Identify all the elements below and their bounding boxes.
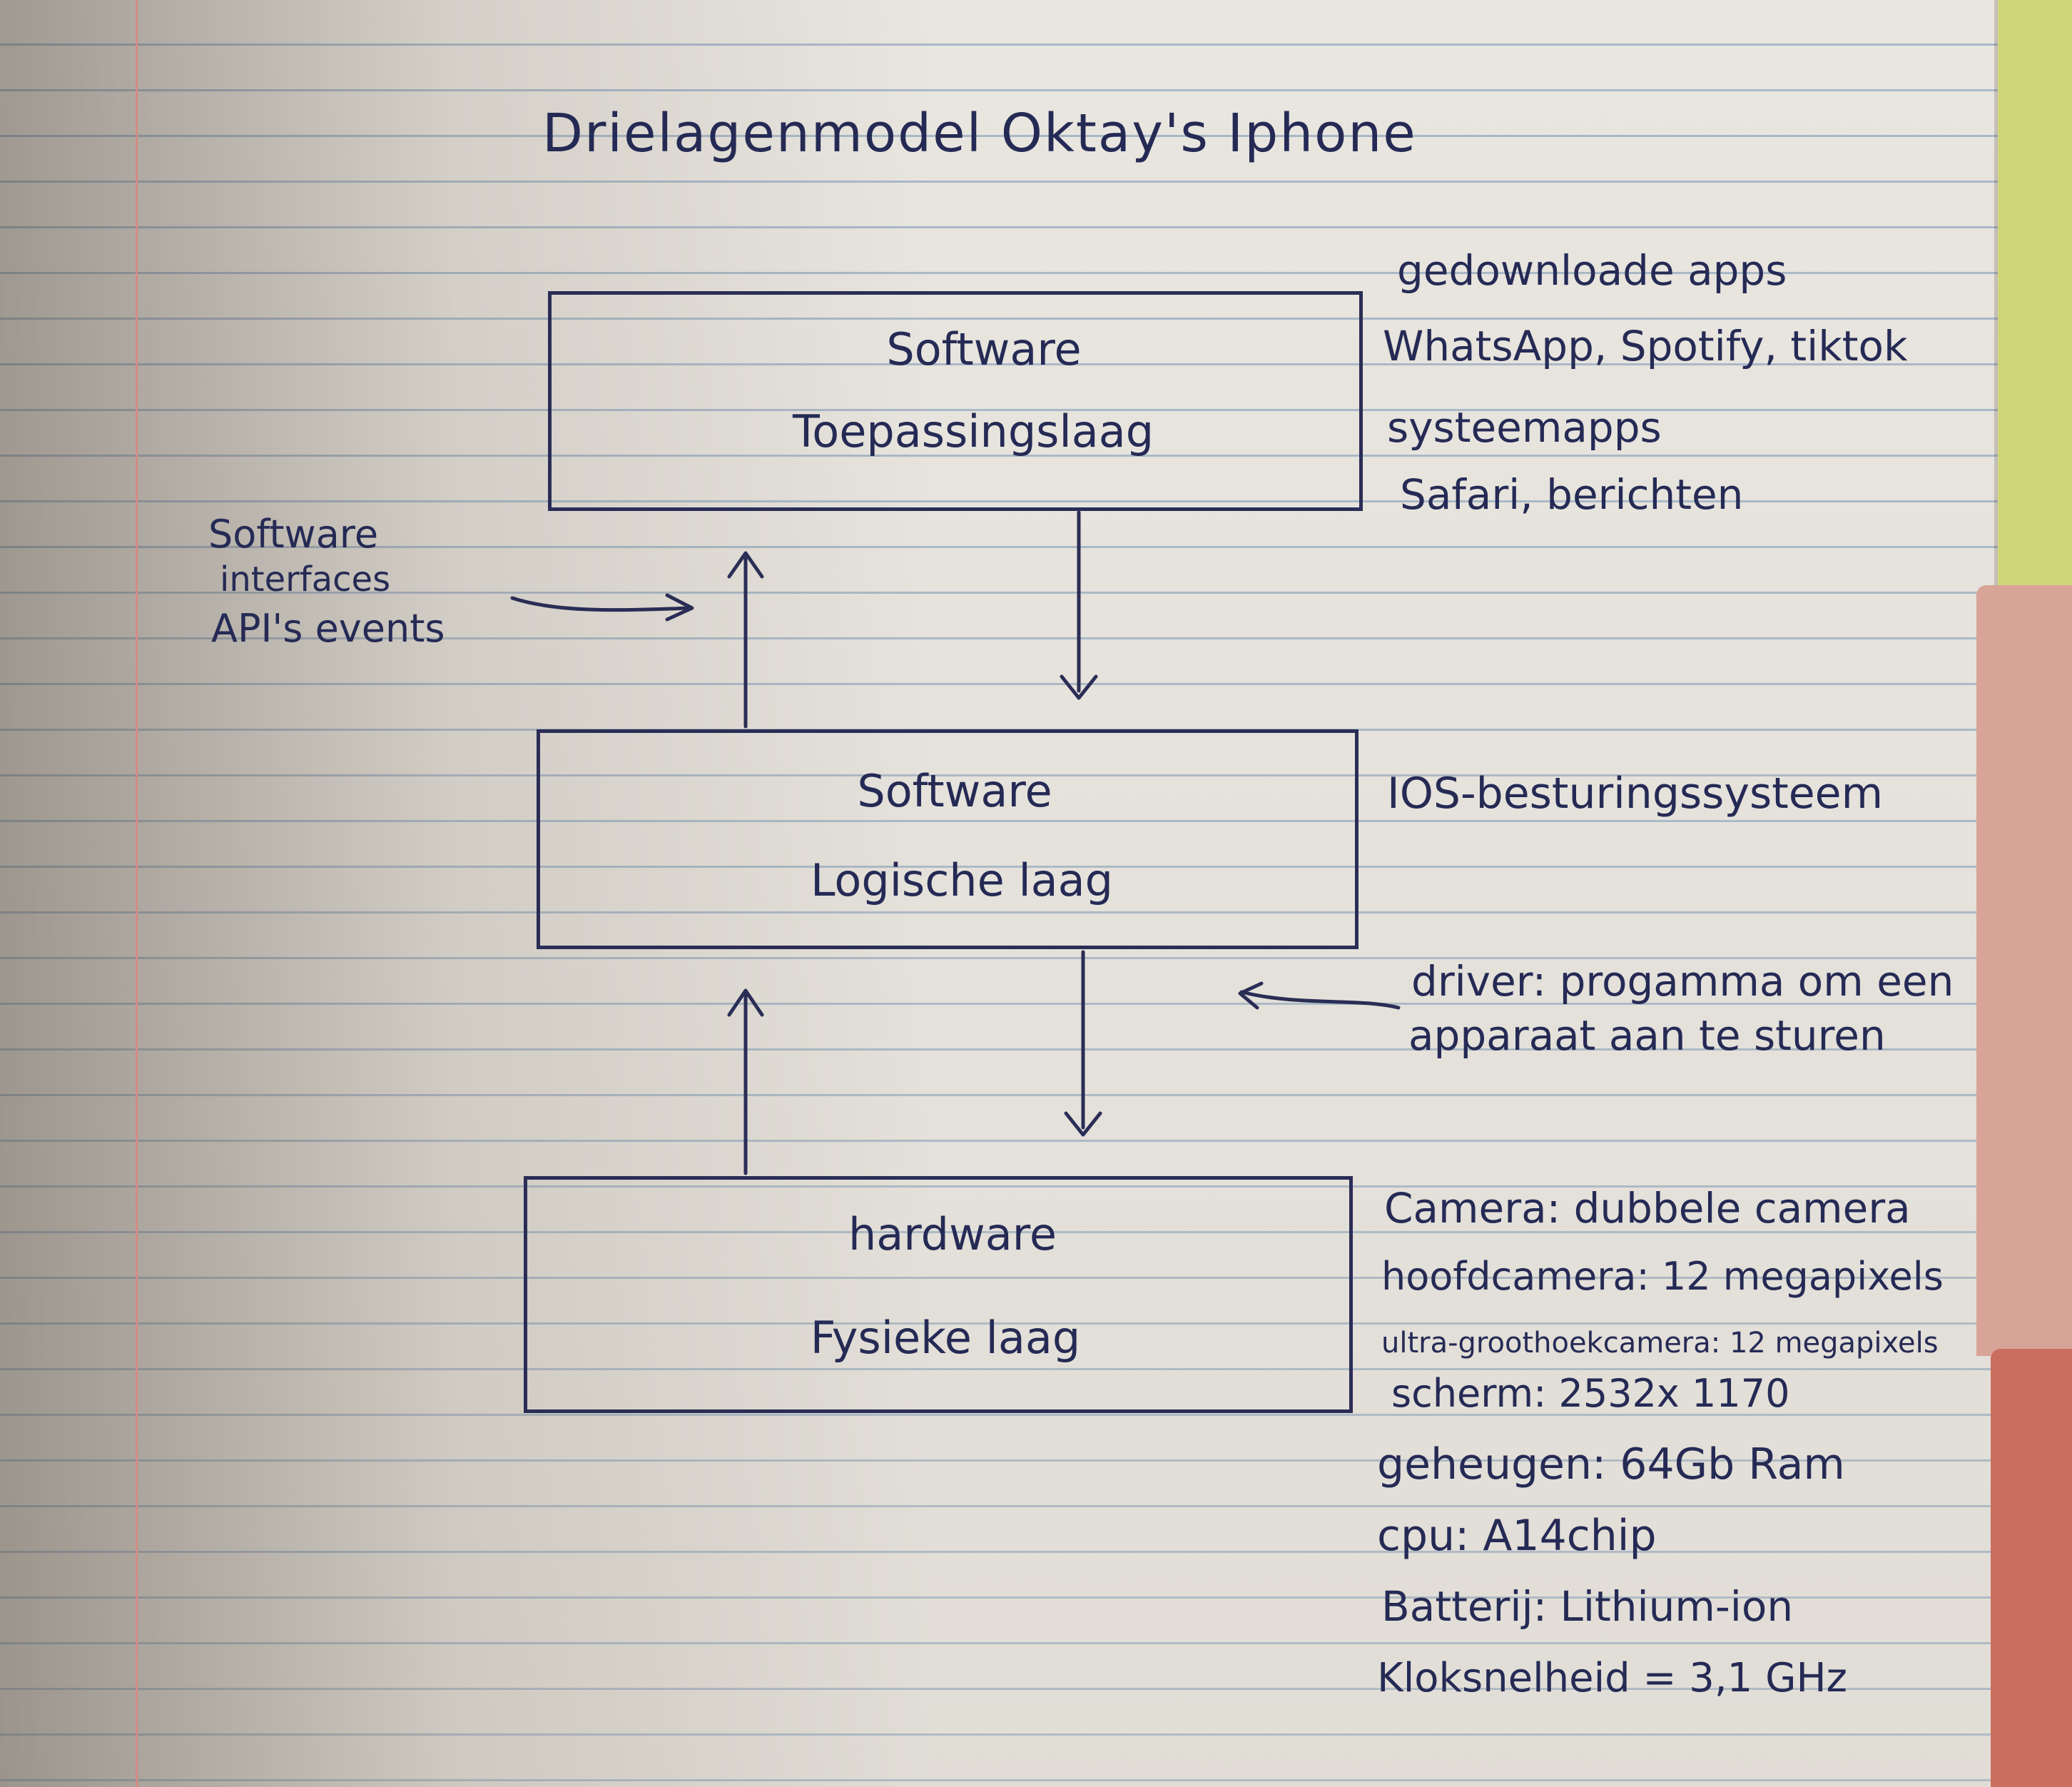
physical-note-7: Batterij: Lithium-ion xyxy=(1381,1582,1794,1631)
interfaces-note-line-2: interfaces xyxy=(220,560,391,599)
divider-tab-pink xyxy=(1976,585,2072,1356)
arrow-up-physical-to-logic-head xyxy=(727,988,764,1017)
divider-tab-yellow xyxy=(1998,0,2072,585)
logic-note-1: IOS-besturingssysteem xyxy=(1387,769,1884,819)
arrow-up-logic-to-application-head xyxy=(727,551,764,579)
application-note-4: Safari, berichten xyxy=(1400,470,1744,519)
driver-note-line-1: driver: progamma om een xyxy=(1411,957,1954,1006)
layer-logic-name: Logische laag xyxy=(810,854,1114,906)
driver-note-line-2: apparaat aan te sturen xyxy=(1408,1011,1886,1060)
arrow-down-logic-to-physical-head xyxy=(1064,1111,1102,1137)
application-note-2: WhatsApp, Spotify, tiktok xyxy=(1383,322,1908,370)
physical-note-2: hoofdcamera: 12 megapixels xyxy=(1381,1254,1944,1299)
physical-note-8: Kloksnelheid = 3,1 GHz xyxy=(1377,1655,1847,1701)
layer-box-logic: Software Logische laag xyxy=(537,729,1359,949)
divider-tab-red xyxy=(1991,1349,2072,1787)
arrow-interfaces-pointer xyxy=(510,596,693,612)
arrow-interfaces-pointer-head xyxy=(665,593,694,622)
arrow-driver-pointer xyxy=(1239,990,1401,1010)
layer-application-title: Software xyxy=(886,323,1082,375)
arrow-down-application-to-logic-head xyxy=(1060,674,1098,700)
margin-line xyxy=(136,0,138,1787)
diagram-title: Drielagenmodel Oktay's Iphone xyxy=(542,103,1417,164)
arrow-driver-pointer-head xyxy=(1238,981,1264,1010)
layer-physical-title: hardware xyxy=(848,1208,1057,1260)
interfaces-note-line-3: API's events xyxy=(211,606,445,651)
application-note-3: systeemapps xyxy=(1387,403,1662,452)
physical-note-3: ultra-groothoekcamera: 12 megapixels xyxy=(1381,1327,1939,1360)
physical-note-5: geheugen: 64Gb Ram xyxy=(1377,1439,1845,1489)
physical-note-6: cpu: A14chip xyxy=(1377,1511,1657,1561)
application-note-1: gedownloade apps xyxy=(1397,246,1787,295)
physical-note-4: scherm: 2532x 1170 xyxy=(1391,1371,1790,1416)
physical-note-1: Camera: dubbele camera xyxy=(1384,1184,1911,1232)
layer-application-name: Toepassingslaag xyxy=(792,405,1154,457)
layer-physical-name: Fysieke laag xyxy=(810,1312,1081,1364)
layer-box-application: Software Toepassingslaag xyxy=(548,291,1363,511)
layer-logic-title: Software xyxy=(857,765,1052,817)
interfaces-note-line-1: Software xyxy=(208,512,379,557)
layer-box-physical: hardware Fysieke laag xyxy=(524,1176,1353,1413)
